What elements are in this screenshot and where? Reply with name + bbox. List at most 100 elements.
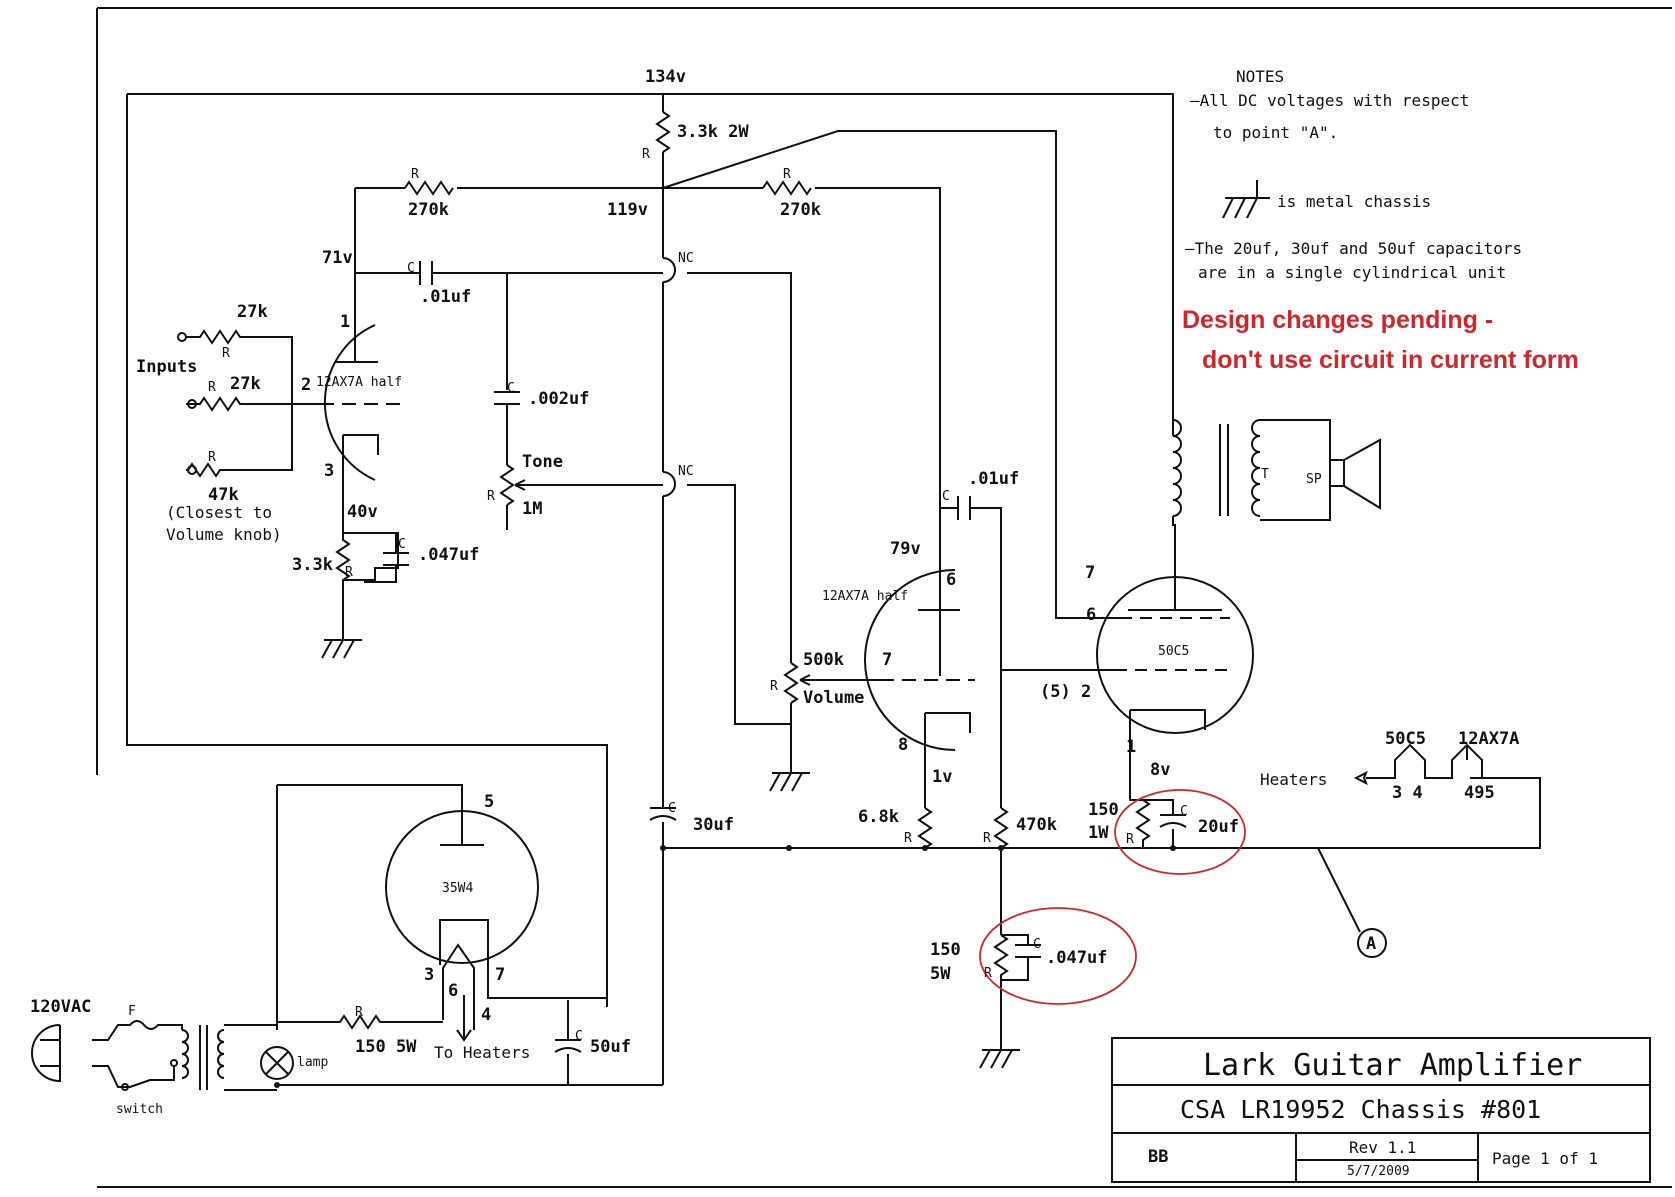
- svg-text:7: 7: [495, 965, 505, 985]
- ground-cathode: [979, 1049, 1020, 1069]
- heaters-pins-12ax7a: 495: [1464, 783, 1495, 803]
- voltage-71v: 71v: [322, 248, 353, 268]
- resistor-270k-left: [404, 180, 454, 196]
- label-6k8: 6.8k: [858, 807, 899, 827]
- ot-core: [1219, 424, 1229, 516]
- svg-text:C: C: [1180, 804, 1188, 819]
- svg-text:1: 1: [340, 312, 350, 332]
- heaters-50c5: 50C5: [1385, 729, 1426, 749]
- label-1m: 1M: [522, 499, 542, 519]
- svg-text:R: R: [770, 679, 778, 694]
- label-47k: 47k: [208, 485, 239, 505]
- fuse-label: F: [128, 1004, 136, 1019]
- lamp: [260, 1046, 294, 1080]
- svg-text:C: C: [575, 1029, 583, 1044]
- label-150-5w-a: 150: [930, 940, 961, 960]
- svg-text:6: 6: [448, 981, 458, 1001]
- fuse: [92, 1020, 183, 1041]
- svg-text:R: R: [904, 831, 912, 846]
- tube-50c5-plate: [1128, 585, 1222, 611]
- rectifier-heater: [442, 943, 475, 1030]
- rectifier-return: [277, 1054, 663, 1086]
- svg-text:R: R: [222, 346, 230, 361]
- input-resistor-27k-b: [186, 396, 320, 412]
- svg-text:6: 6: [1086, 605, 1096, 625]
- label-50uf: 50uf: [590, 1037, 631, 1057]
- ground-volume: [769, 772, 810, 792]
- speaker: [1329, 459, 1345, 487]
- date: 5/7/2009: [1347, 1164, 1410, 1179]
- notes-heading: NOTES: [1236, 67, 1284, 86]
- input-jack-1: [177, 332, 187, 342]
- ot-secondary: [1251, 419, 1261, 517]
- tube1-cathode: [342, 434, 379, 533]
- svg-text:R: R: [345, 565, 353, 580]
- wire-crossover-1: [662, 257, 676, 283]
- tube2-plate-wire: [815, 187, 941, 676]
- speaker-label: SP: [1306, 472, 1322, 487]
- svg-text:7: 7: [1085, 563, 1095, 583]
- nc-label-2: NC: [678, 464, 694, 479]
- svg-text:4: 4: [481, 1005, 491, 1025]
- subtitle: CSA LR19952 Chassis #801: [1180, 1095, 1541, 1124]
- switch-label: switch: [116, 1102, 163, 1117]
- svg-text:R: R: [783, 167, 791, 182]
- label-20uf: 20uf: [1198, 817, 1239, 837]
- warning-line1: Design changes pending -: [1182, 306, 1493, 334]
- nc-label-1: NC: [678, 251, 694, 266]
- wire-crossover-2: [662, 471, 676, 497]
- resistor-6k8: [917, 807, 933, 849]
- resistor-270k-right: [762, 180, 812, 196]
- tube2-plate: [918, 580, 960, 611]
- resistor-150-1w: [1135, 799, 1151, 848]
- screen-feed-wire: [662, 130, 1120, 619]
- label-01uf-a: .01uf: [420, 287, 471, 307]
- tube-50c5-label: 50C5: [1158, 644, 1189, 659]
- svg-text:R: R: [411, 167, 419, 182]
- label-150-5w: 150 5W: [355, 1037, 417, 1057]
- ac-label: 120VAC: [30, 997, 91, 1017]
- tone-pot: [499, 464, 515, 506]
- label-047uf-a: .047uf: [418, 545, 479, 565]
- point-a-leader: [1317, 847, 1361, 933]
- svg-text:R: R: [1126, 832, 1134, 847]
- svg-text:R: R: [487, 489, 495, 504]
- voltage-119v: 119v: [607, 200, 648, 220]
- ot-primary: [1172, 419, 1182, 517]
- voltage-1v: 1v: [932, 767, 952, 787]
- svg-text:R: R: [208, 380, 216, 395]
- heaters-arrow: [1353, 770, 1368, 786]
- label-volume: Volume: [803, 688, 864, 708]
- svg-text:7: 7: [882, 650, 892, 670]
- to-heaters-label: To Heaters: [434, 1043, 530, 1062]
- resistor-150-5w-bypass: [993, 934, 1009, 1050]
- label-27k-b: 27k: [230, 374, 261, 394]
- svg-text:6: 6: [946, 570, 956, 590]
- title: Lark Guitar Amplifier: [1203, 1048, 1582, 1083]
- label-500k: 500k: [803, 650, 844, 670]
- heaters-label: Heaters: [1260, 770, 1327, 789]
- tube1-label: 12AX7A half: [316, 375, 402, 390]
- label-150-5w-b: 5W: [930, 964, 951, 984]
- label-150-1w-b: 1W: [1088, 823, 1109, 843]
- highlight-047uf: [979, 907, 1137, 1005]
- label-470k: 470k: [1016, 815, 1057, 835]
- svg-text:C: C: [398, 537, 406, 552]
- capacitor-30uf: [649, 807, 677, 821]
- capacitor-50uf: [554, 1000, 582, 1053]
- voltage-8v: 8v: [1150, 760, 1170, 780]
- svg-text:1: 1: [1126, 737, 1136, 757]
- pin-5-2: (5) 2: [1040, 682, 1091, 702]
- ground-tube1: [321, 639, 362, 659]
- rectifier-cathode: [439, 919, 607, 999]
- label-tone: Tone: [522, 452, 563, 472]
- label-270k-left: 270k: [408, 200, 449, 220]
- svg-text:5: 5: [484, 792, 494, 812]
- resistor-470k: [993, 807, 1009, 849]
- svg-text:3: 3: [424, 965, 434, 985]
- tube1-plate: [335, 350, 378, 363]
- capacitor-047uf-a: [383, 552, 409, 566]
- transformer-label: T: [1261, 467, 1269, 482]
- closest-note-2: Volume knob): [166, 525, 282, 544]
